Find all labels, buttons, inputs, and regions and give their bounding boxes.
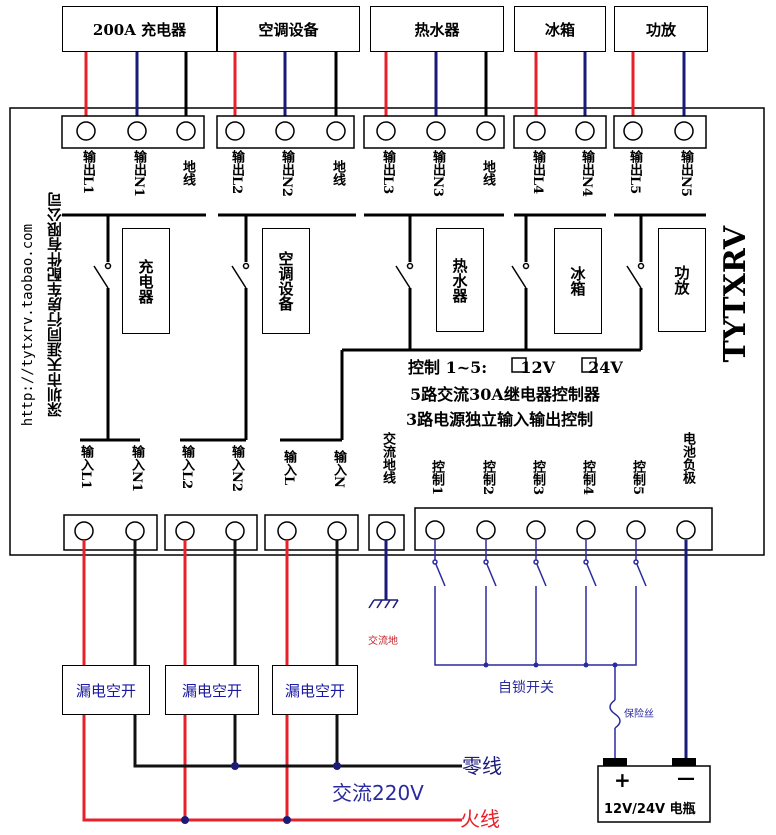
terminal-label: 输出N5: [678, 150, 693, 197]
product-subtitle: 3路电源独立输入输出控制: [406, 410, 594, 429]
terminal-label: 输出L2: [229, 150, 244, 195]
relay-amp: 功放: [658, 228, 706, 332]
option-12v: 12V: [520, 358, 555, 377]
live-label: 火线: [460, 807, 500, 831]
control-label: 控制4: [580, 460, 595, 496]
product-title: 5路交流30A继电器控制器: [410, 385, 600, 404]
battery-label: 12V/24V 电瓶: [604, 802, 696, 817]
terminal-label: 输出N1: [131, 150, 146, 197]
terminal-label: 输出L3: [380, 150, 395, 195]
control-label: 控制2: [480, 460, 495, 496]
control-label: 控制3: [530, 460, 545, 496]
brand-logo: TYTXRV: [718, 226, 753, 363]
battery-minus: —: [677, 768, 695, 789]
terminal-label: 地线: [480, 160, 495, 186]
load-charger: 200A 充电器: [62, 6, 217, 52]
neutral-label: 零线: [462, 754, 502, 778]
input-label: 输入L: [281, 450, 296, 486]
load-amp: 功放: [614, 6, 708, 52]
terminal-label: 输出N3: [430, 150, 445, 197]
input-label: 输入L1: [78, 445, 93, 490]
control-label: 控制1: [429, 460, 444, 496]
fuse-label: 保险丝: [624, 709, 654, 720]
input-label: 输入N: [331, 450, 346, 488]
terminal-label: 输出L5: [627, 150, 642, 195]
terminal-label: 输出N4: [579, 150, 594, 197]
relay-water-heater: 热水器: [436, 228, 484, 332]
terminal-label: 输出N2: [279, 150, 294, 197]
company-url: http://tytxrv.taobao.com: [20, 224, 36, 427]
breaker-2: 漏电空开: [165, 665, 259, 715]
company-name: 深圳市天涯同行房车配件有限公司: [46, 192, 64, 417]
relay-charger: 充电器: [122, 228, 170, 334]
battery-plus: +: [614, 768, 631, 792]
terminal-label: 输出L4: [530, 150, 545, 195]
battery-negative-label: 电池负极: [680, 432, 695, 484]
control-voltage-line: 控制 1~5: 12V 24V: [408, 354, 623, 378]
load-water-heater: 热水器: [370, 6, 504, 52]
input-label: 输入L2: [179, 445, 194, 490]
load-ac: 空调设备: [217, 6, 360, 52]
ac-ground-label: 交流地: [368, 636, 398, 647]
control-prefix: 控制 1~5:: [408, 358, 488, 377]
ground-terminal-label: 交流地线: [380, 432, 395, 484]
ac-voltage-label: 交流220V: [332, 781, 424, 805]
self-lock-label: 自锁开关: [498, 680, 554, 696]
terminal-label: 输出L1: [80, 150, 95, 195]
terminal-label: 地线: [330, 160, 345, 186]
battery: [597, 765, 711, 823]
relay-fridge: 冰箱: [554, 228, 602, 334]
option-24v: 24V: [588, 358, 623, 377]
input-label: 输入N2: [229, 445, 244, 492]
input-label: 输入N1: [129, 445, 144, 492]
breaker-1: 漏电空开: [62, 665, 150, 715]
control-label: 控制5: [630, 460, 645, 496]
breaker-3: 漏电空开: [272, 665, 358, 715]
load-fridge: 冰箱: [514, 6, 606, 52]
terminal-label: 地线: [180, 160, 195, 186]
relay-ac: 空调设备: [262, 228, 310, 334]
